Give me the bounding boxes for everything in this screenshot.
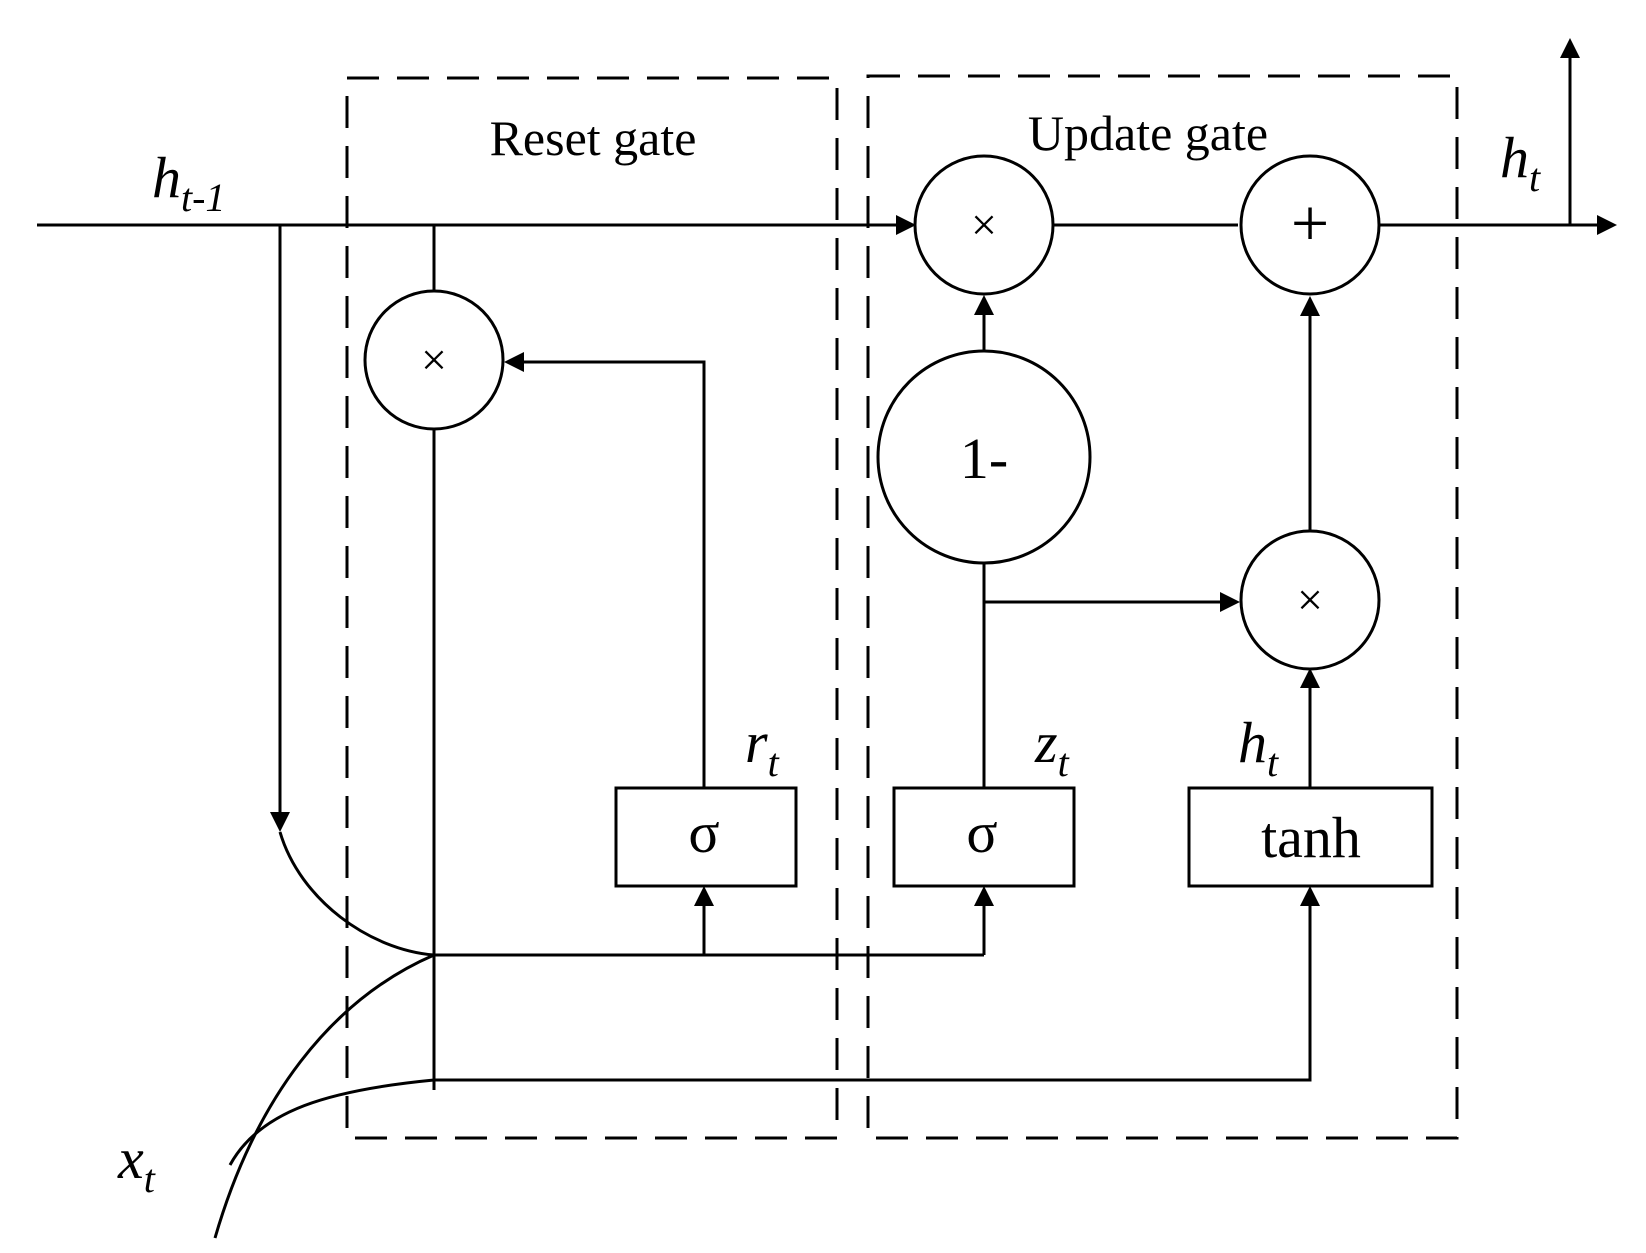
tanh-box: tanh xyxy=(1187,786,1434,888)
add-in-arrowhead xyxy=(1300,296,1320,316)
h-prev-arrowhead xyxy=(896,215,916,235)
z-label: zt xyxy=(1034,710,1070,785)
x-merge-curve-lower xyxy=(228,1078,435,1166)
update-gate-box xyxy=(866,74,1459,1140)
z-branch-arrowhead xyxy=(1220,592,1240,612)
sigma-update-box: σ xyxy=(892,786,1076,888)
x-input-label: xt xyxy=(117,1126,156,1201)
svg-text:×: × xyxy=(421,334,447,385)
tanh-in-arrowhead xyxy=(1300,886,1320,906)
h-out-label: ht xyxy=(1500,125,1541,200)
reset-to-tanh-wire xyxy=(434,906,1312,1082)
svg-text:+: + xyxy=(1291,185,1329,261)
tanh-out-arrowhead xyxy=(1300,668,1320,688)
reset-gate-label: Reset gate xyxy=(490,110,697,166)
svg-text:σ: σ xyxy=(688,800,719,865)
one-minus-arrowhead xyxy=(974,295,994,315)
h-candidate-label: ht xyxy=(1238,710,1279,785)
update-mult-top-node: × xyxy=(913,154,1055,296)
h-prev-branch-arrowhead xyxy=(270,812,290,832)
svg-text:tanh: tanh xyxy=(1261,805,1361,870)
h-prev-label: ht-1 xyxy=(152,145,225,220)
svg-text:×: × xyxy=(971,199,997,250)
update-add-node: + xyxy=(1239,154,1381,296)
svg-text:1-: 1- xyxy=(960,426,1008,491)
output-up-arrowhead xyxy=(1560,38,1580,58)
r-to-reset-mult-wire xyxy=(524,360,706,788)
r-label: rt xyxy=(745,710,780,785)
h-prev-merge-curve xyxy=(278,831,435,957)
svg-text:×: × xyxy=(1297,574,1323,625)
sigma-r-in-arrowhead xyxy=(694,886,714,906)
sigma-reset-box: σ xyxy=(614,786,798,888)
svg-text:σ: σ xyxy=(966,800,997,865)
update-gate-label: Update gate xyxy=(1028,105,1268,161)
update-mult-bottom-node: × xyxy=(1239,529,1381,671)
x-merge-curve-upper xyxy=(213,953,435,1239)
reset-gate-box xyxy=(345,76,839,1140)
one-minus-node: 1- xyxy=(876,349,1092,565)
r-arrowhead xyxy=(504,352,524,372)
sigma-z-in-arrowhead xyxy=(974,886,994,906)
reset-mult-node: × xyxy=(363,289,505,431)
output-arrowhead xyxy=(1597,215,1617,235)
